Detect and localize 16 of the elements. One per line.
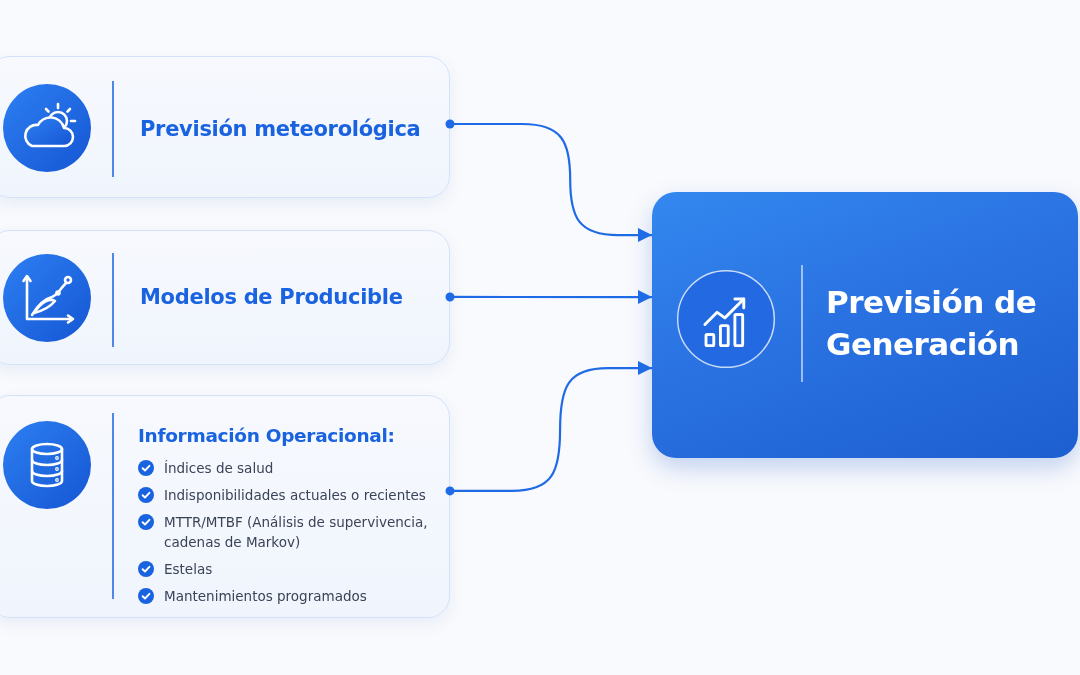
input-card [0, 230, 450, 365]
card-title: Modelos de Producible [140, 285, 403, 311]
input-card [0, 395, 450, 618]
connector-arrow [445, 361, 652, 496]
list-item-text: MTTR/MTBF (Análisis de supervivencia, cadenas de Markov) [164, 513, 429, 552]
connector-arrow [445, 290, 652, 305]
list-item-text: Indisponibilidades actuales o recientes [164, 486, 426, 505]
card-title: Previsión meteorológica [140, 117, 421, 143]
output-title: Previsión de Generación [826, 283, 1038, 364]
input-card [0, 56, 450, 198]
output-card [652, 192, 1078, 458]
list-heading: Información Operacional: [138, 424, 395, 448]
list-item-text: Índices de salud [164, 459, 274, 478]
connector-arrow [445, 119, 652, 243]
list-item-text: Mantenimientos programados [164, 587, 367, 606]
list-item-text: Estelas [164, 560, 213, 579]
